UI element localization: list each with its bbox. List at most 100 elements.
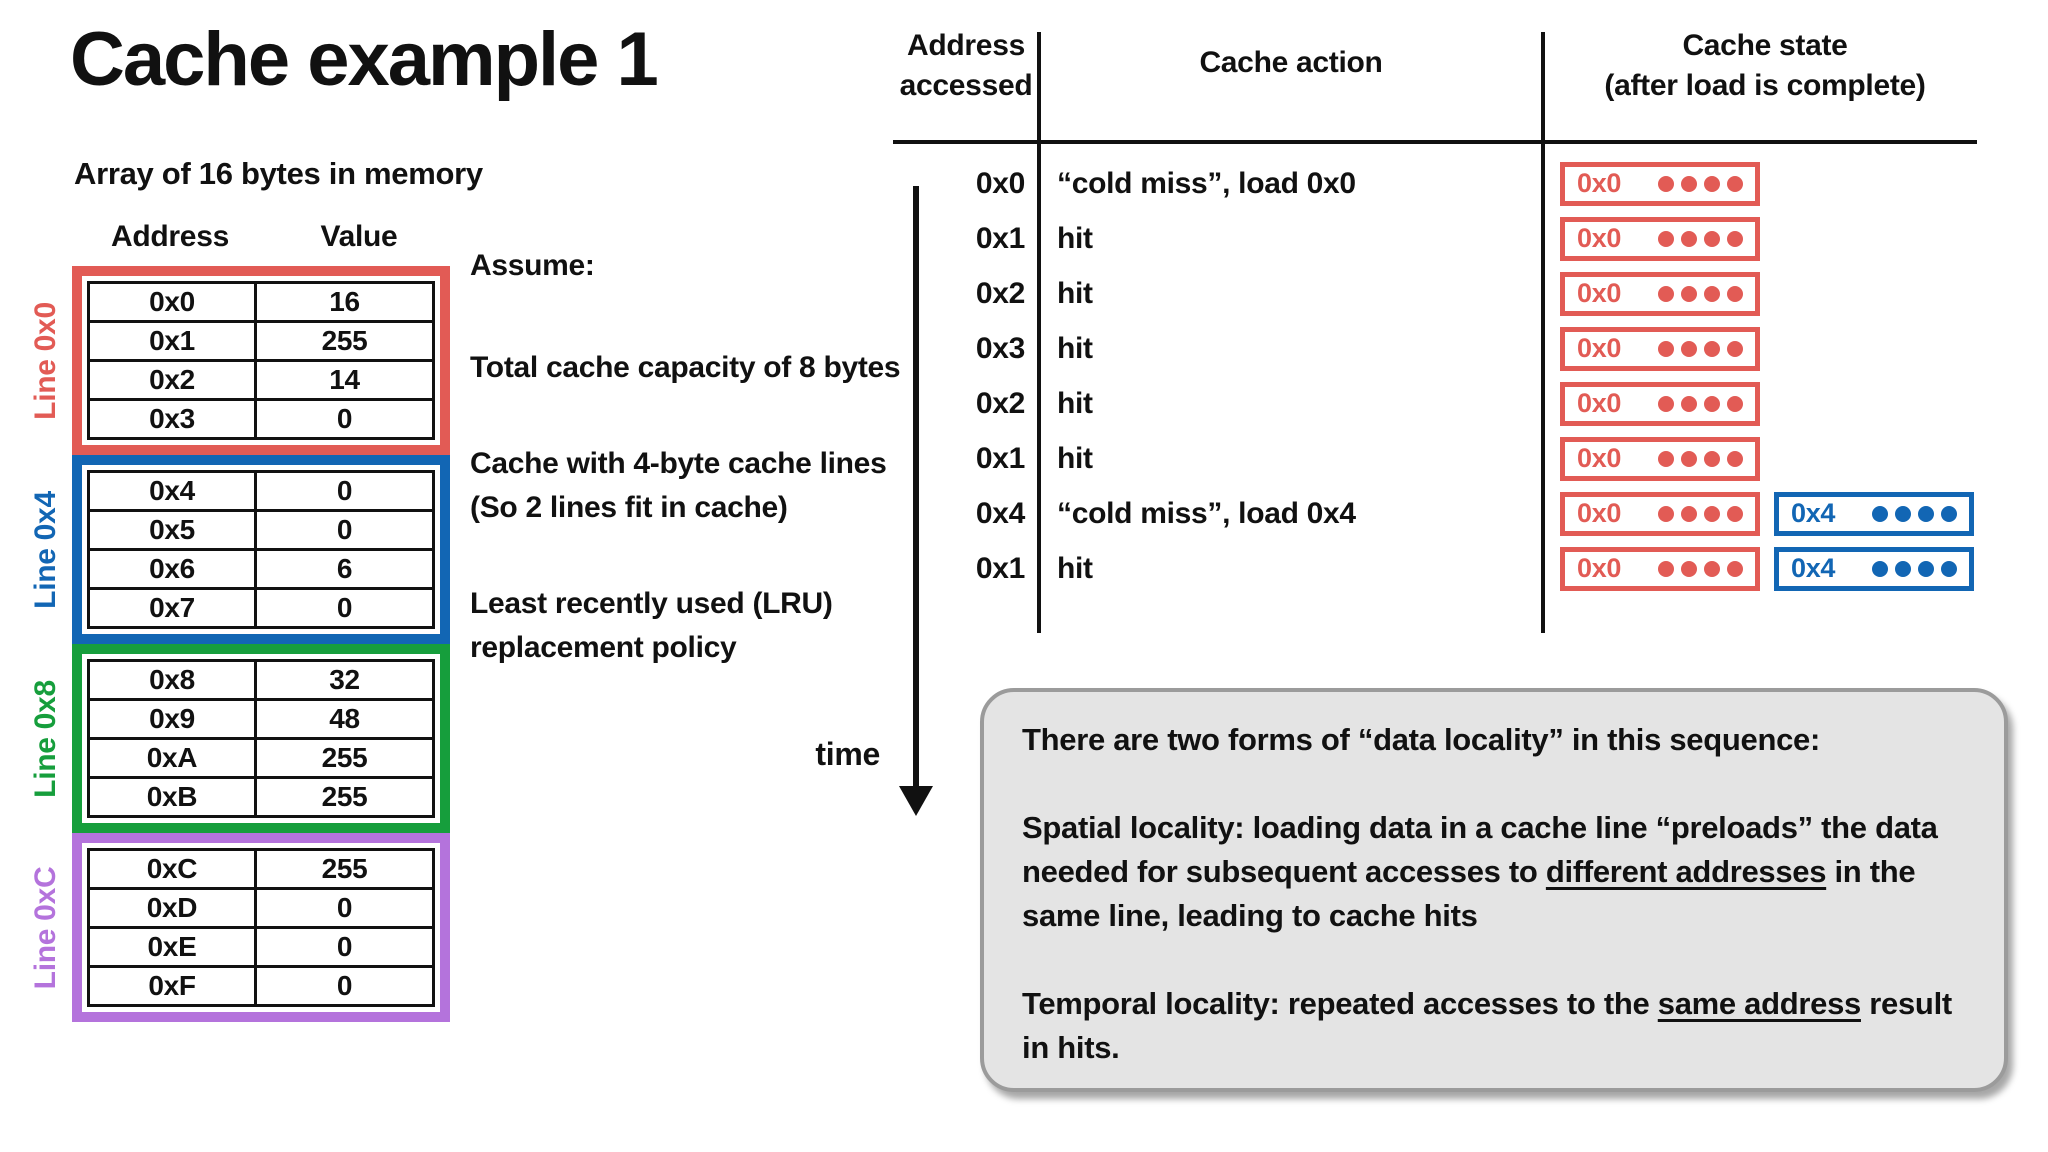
access-action: hit	[1057, 331, 1093, 365]
memory-value-cell: 0	[254, 890, 432, 926]
cache-line-box: 0x0	[1560, 381, 1760, 426]
cache-line-dots	[1658, 340, 1743, 357]
cache-line-label: 0x0	[1577, 388, 1622, 418]
memory-address-cell: 0x8	[149, 664, 195, 695]
byte-dot-icon	[1658, 450, 1674, 467]
line-label: Line 0xC	[29, 866, 62, 989]
byte-dot-icon	[1918, 560, 1934, 577]
access-table-divider-1	[1037, 32, 1041, 633]
byte-dot-icon	[1727, 450, 1743, 467]
assumption-item: Cache with 4-byte cache lines (So 2 line…	[470, 447, 887, 524]
byte-dot-icon	[1872, 505, 1888, 522]
byte-dot-icon	[1681, 175, 1697, 192]
memory-row: 0xB 255	[90, 779, 432, 815]
byte-dot-icon	[1941, 505, 1957, 522]
byte-dot-icon	[1727, 175, 1743, 192]
byte-dot-icon	[1727, 340, 1743, 357]
byte-dot-icon	[1727, 230, 1743, 247]
cache-line-box: 0x4	[1774, 546, 1974, 591]
note-spatial: Spatial locality: loading data in a cach…	[1022, 806, 1966, 938]
cache-line-label: 0x0	[1577, 168, 1622, 198]
memory-address-cell: 0x3	[149, 403, 195, 434]
access-action: “cold miss”, load 0x4	[1057, 496, 1356, 530]
memory-value-cell: 255	[254, 323, 432, 359]
memory-address-cell: 0xC	[146, 853, 198, 884]
memory-address-cell: 0x1	[149, 325, 195, 356]
line-label: Line 0x4	[29, 490, 62, 609]
access-action: hit	[1057, 386, 1093, 420]
memory-value-cell: 0	[254, 929, 432, 965]
memory-value-cell: 0	[254, 968, 432, 1004]
byte-dot-icon	[1681, 285, 1697, 302]
memory-address-cell: 0xA	[146, 742, 198, 773]
temporal-text: Temporal locality: repeated accesses to …	[1022, 986, 1658, 1021]
temporal-underlined: same address	[1657, 986, 1862, 1021]
note-intro: There are two forms of “data locality” i…	[1022, 722, 1820, 757]
memory-address-cell: 0xB	[146, 781, 198, 812]
assumption-item: Least recently used (LRU) replacement po…	[470, 587, 833, 664]
cache-line-dots	[1658, 450, 1743, 467]
memory-address-cell: 0x5	[149, 514, 195, 545]
access-address: 0x4	[975, 496, 1025, 530]
cache-state: 0x0	[1560, 161, 1760, 206]
assumption-item: Total cache capacity of 8 bytes	[470, 351, 901, 384]
byte-dot-icon	[1895, 560, 1911, 577]
locality-note: There are two forms of “data locality” i…	[980, 688, 2008, 1092]
cache-line-label: 0x0	[1577, 553, 1622, 583]
cache-state: 0x0	[1560, 381, 1760, 426]
access-action: hit	[1057, 551, 1093, 585]
byte-dot-icon	[1704, 340, 1720, 357]
access-row: 0x1 hit 0x0	[893, 431, 1760, 486]
cache-line-label: 0x0	[1577, 443, 1622, 473]
time-arrow	[913, 186, 919, 788]
cache-line-box: 0x0	[1560, 326, 1760, 371]
cache-line-dots	[1658, 175, 1743, 192]
memory-address-cell: 0xF	[148, 970, 196, 1001]
byte-dot-icon	[1941, 560, 1957, 577]
line-label: Line 0x0	[29, 301, 62, 420]
memory-address-cell: 0x4	[149, 475, 195, 506]
spatial-underlined: different addresses	[1545, 854, 1827, 889]
access-address: 0x2	[975, 386, 1025, 420]
memory-table-header: Address Value	[72, 220, 450, 254]
access-action: hit	[1057, 276, 1093, 310]
access-action: hit	[1057, 441, 1093, 475]
memory-value-cell: 48	[254, 701, 432, 737]
byte-dot-icon	[1681, 340, 1697, 357]
byte-dot-icon	[1681, 230, 1697, 247]
byte-dot-icon	[1918, 505, 1934, 522]
byte-dot-icon	[1681, 450, 1697, 467]
memory-value-cell: 255	[254, 740, 432, 776]
access-address: 0x1	[975, 221, 1025, 255]
byte-dot-icon	[1727, 505, 1743, 522]
access-address: 0x1	[975, 441, 1025, 475]
byte-dot-icon	[1727, 395, 1743, 412]
cache-line-dots	[1658, 285, 1743, 302]
memory-value-cell: 0	[254, 401, 432, 437]
memory-value-cell: 14	[254, 362, 432, 398]
cache-line-dots	[1872, 560, 1957, 577]
cache-line-box: 0x0	[1560, 216, 1760, 261]
byte-dot-icon	[1658, 340, 1674, 357]
byte-dot-icon	[1704, 395, 1720, 412]
byte-dot-icon	[1895, 505, 1911, 522]
memory-value-cell: 0	[254, 473, 432, 509]
memory-value-cell: 0	[254, 590, 432, 626]
spatial-text: Spatial locality: loading data in a cach…	[1022, 810, 1938, 889]
cache-line-dots	[1872, 505, 1957, 522]
byte-dot-icon	[1704, 560, 1720, 577]
memory-address-cell: 0x9	[149, 703, 195, 734]
byte-dot-icon	[1704, 505, 1720, 522]
cache-line-dots	[1658, 395, 1743, 412]
memory-value-cell: 255	[254, 779, 432, 815]
cache-state: 0x0 0x4	[1560, 546, 1974, 591]
